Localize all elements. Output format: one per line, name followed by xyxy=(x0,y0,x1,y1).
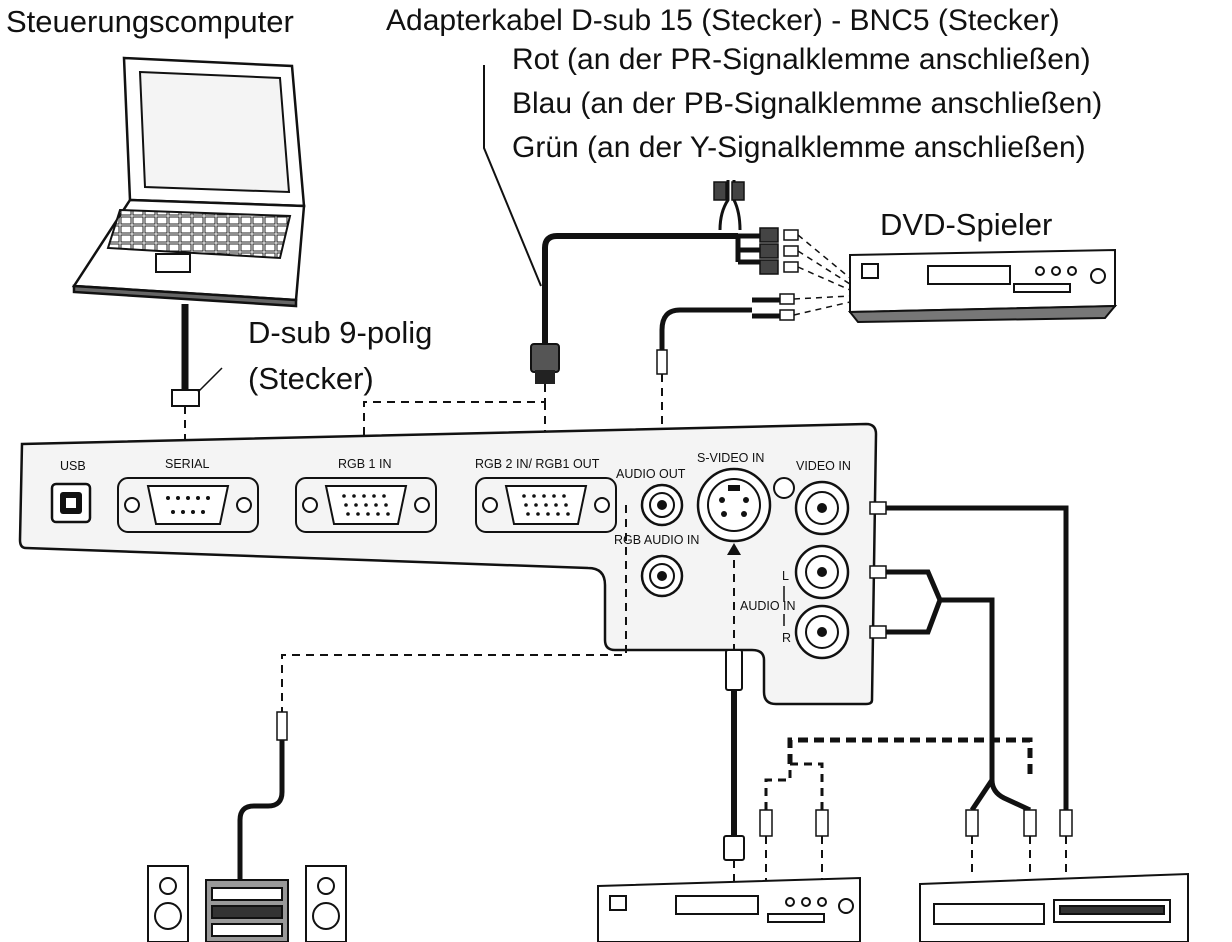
vcr-icon xyxy=(919,872,1189,942)
laptop-icon xyxy=(71,56,306,308)
svideo-in-jack xyxy=(696,467,772,555)
rgb-audio-in-jack xyxy=(640,554,684,598)
audio-r-label: R xyxy=(782,631,791,645)
serial-cable xyxy=(171,304,223,452)
dvd-player-icon xyxy=(847,248,1118,324)
audio-cable-stereo xyxy=(237,505,627,880)
serial-port xyxy=(117,477,259,533)
label-dvd-player: DVD-Spieler xyxy=(880,207,1053,242)
rgb2-in-label: RGB 2 IN/ RGB1 OUT xyxy=(475,457,600,471)
label-green-signal: Grün (an der Y-Signalklemme anschließen) xyxy=(512,131,1086,164)
rgb1-in-label: RGB 1 IN xyxy=(338,457,392,471)
label-red-signal: Rot (an der PR-Signalklemme anschließen) xyxy=(512,43,1091,76)
svideo-in-label: S-VIDEO IN xyxy=(697,451,764,465)
rgb-audio-in-label: RGB AUDIO IN xyxy=(614,533,699,547)
video-recorder-icon xyxy=(597,876,861,942)
label-dsub9-plug: (Stecker) xyxy=(248,361,374,396)
vcr-audio-cable xyxy=(759,737,1033,890)
serial-label: SERIAL xyxy=(165,457,210,471)
audio-l-label: L xyxy=(782,569,789,583)
label-control-computer: Steuerungscomputer xyxy=(6,4,294,39)
svideo-screw-icon xyxy=(773,477,795,499)
terminal-panel: USB SERIAL RGB 1 IN RGB 2 IN/ RGB1 OUT A… xyxy=(18,422,878,706)
video-in-label: VIDEO IN xyxy=(796,459,851,473)
audio-out-jack xyxy=(640,483,684,527)
svideo-cable xyxy=(723,560,745,890)
adapter-cable-dsub15-bnc xyxy=(363,65,851,452)
audio-in-label: AUDIO IN xyxy=(740,599,796,613)
audio-out-label: AUDIO OUT xyxy=(616,467,686,481)
audio-cable-dvd xyxy=(656,293,851,470)
rgb2-in-port xyxy=(475,477,617,533)
usb-port xyxy=(50,482,92,524)
audio-in-right-jack xyxy=(794,604,850,660)
usb-label: USB xyxy=(60,459,86,473)
audio-in-left-jack xyxy=(794,544,850,600)
stereo-system-icon xyxy=(147,865,347,942)
video-audio-cables xyxy=(869,501,1073,874)
label-adapter-cable: Adapterkabel D-sub 15 (Stecker) - BNC5 (… xyxy=(386,4,1060,37)
video-in-jack xyxy=(794,480,850,536)
rgb1-in-port xyxy=(295,477,437,533)
label-dsub9: D-sub 9-polig xyxy=(248,315,433,350)
label-blue-signal: Blau (an der PB-Signalklemme anschließen… xyxy=(512,87,1103,120)
